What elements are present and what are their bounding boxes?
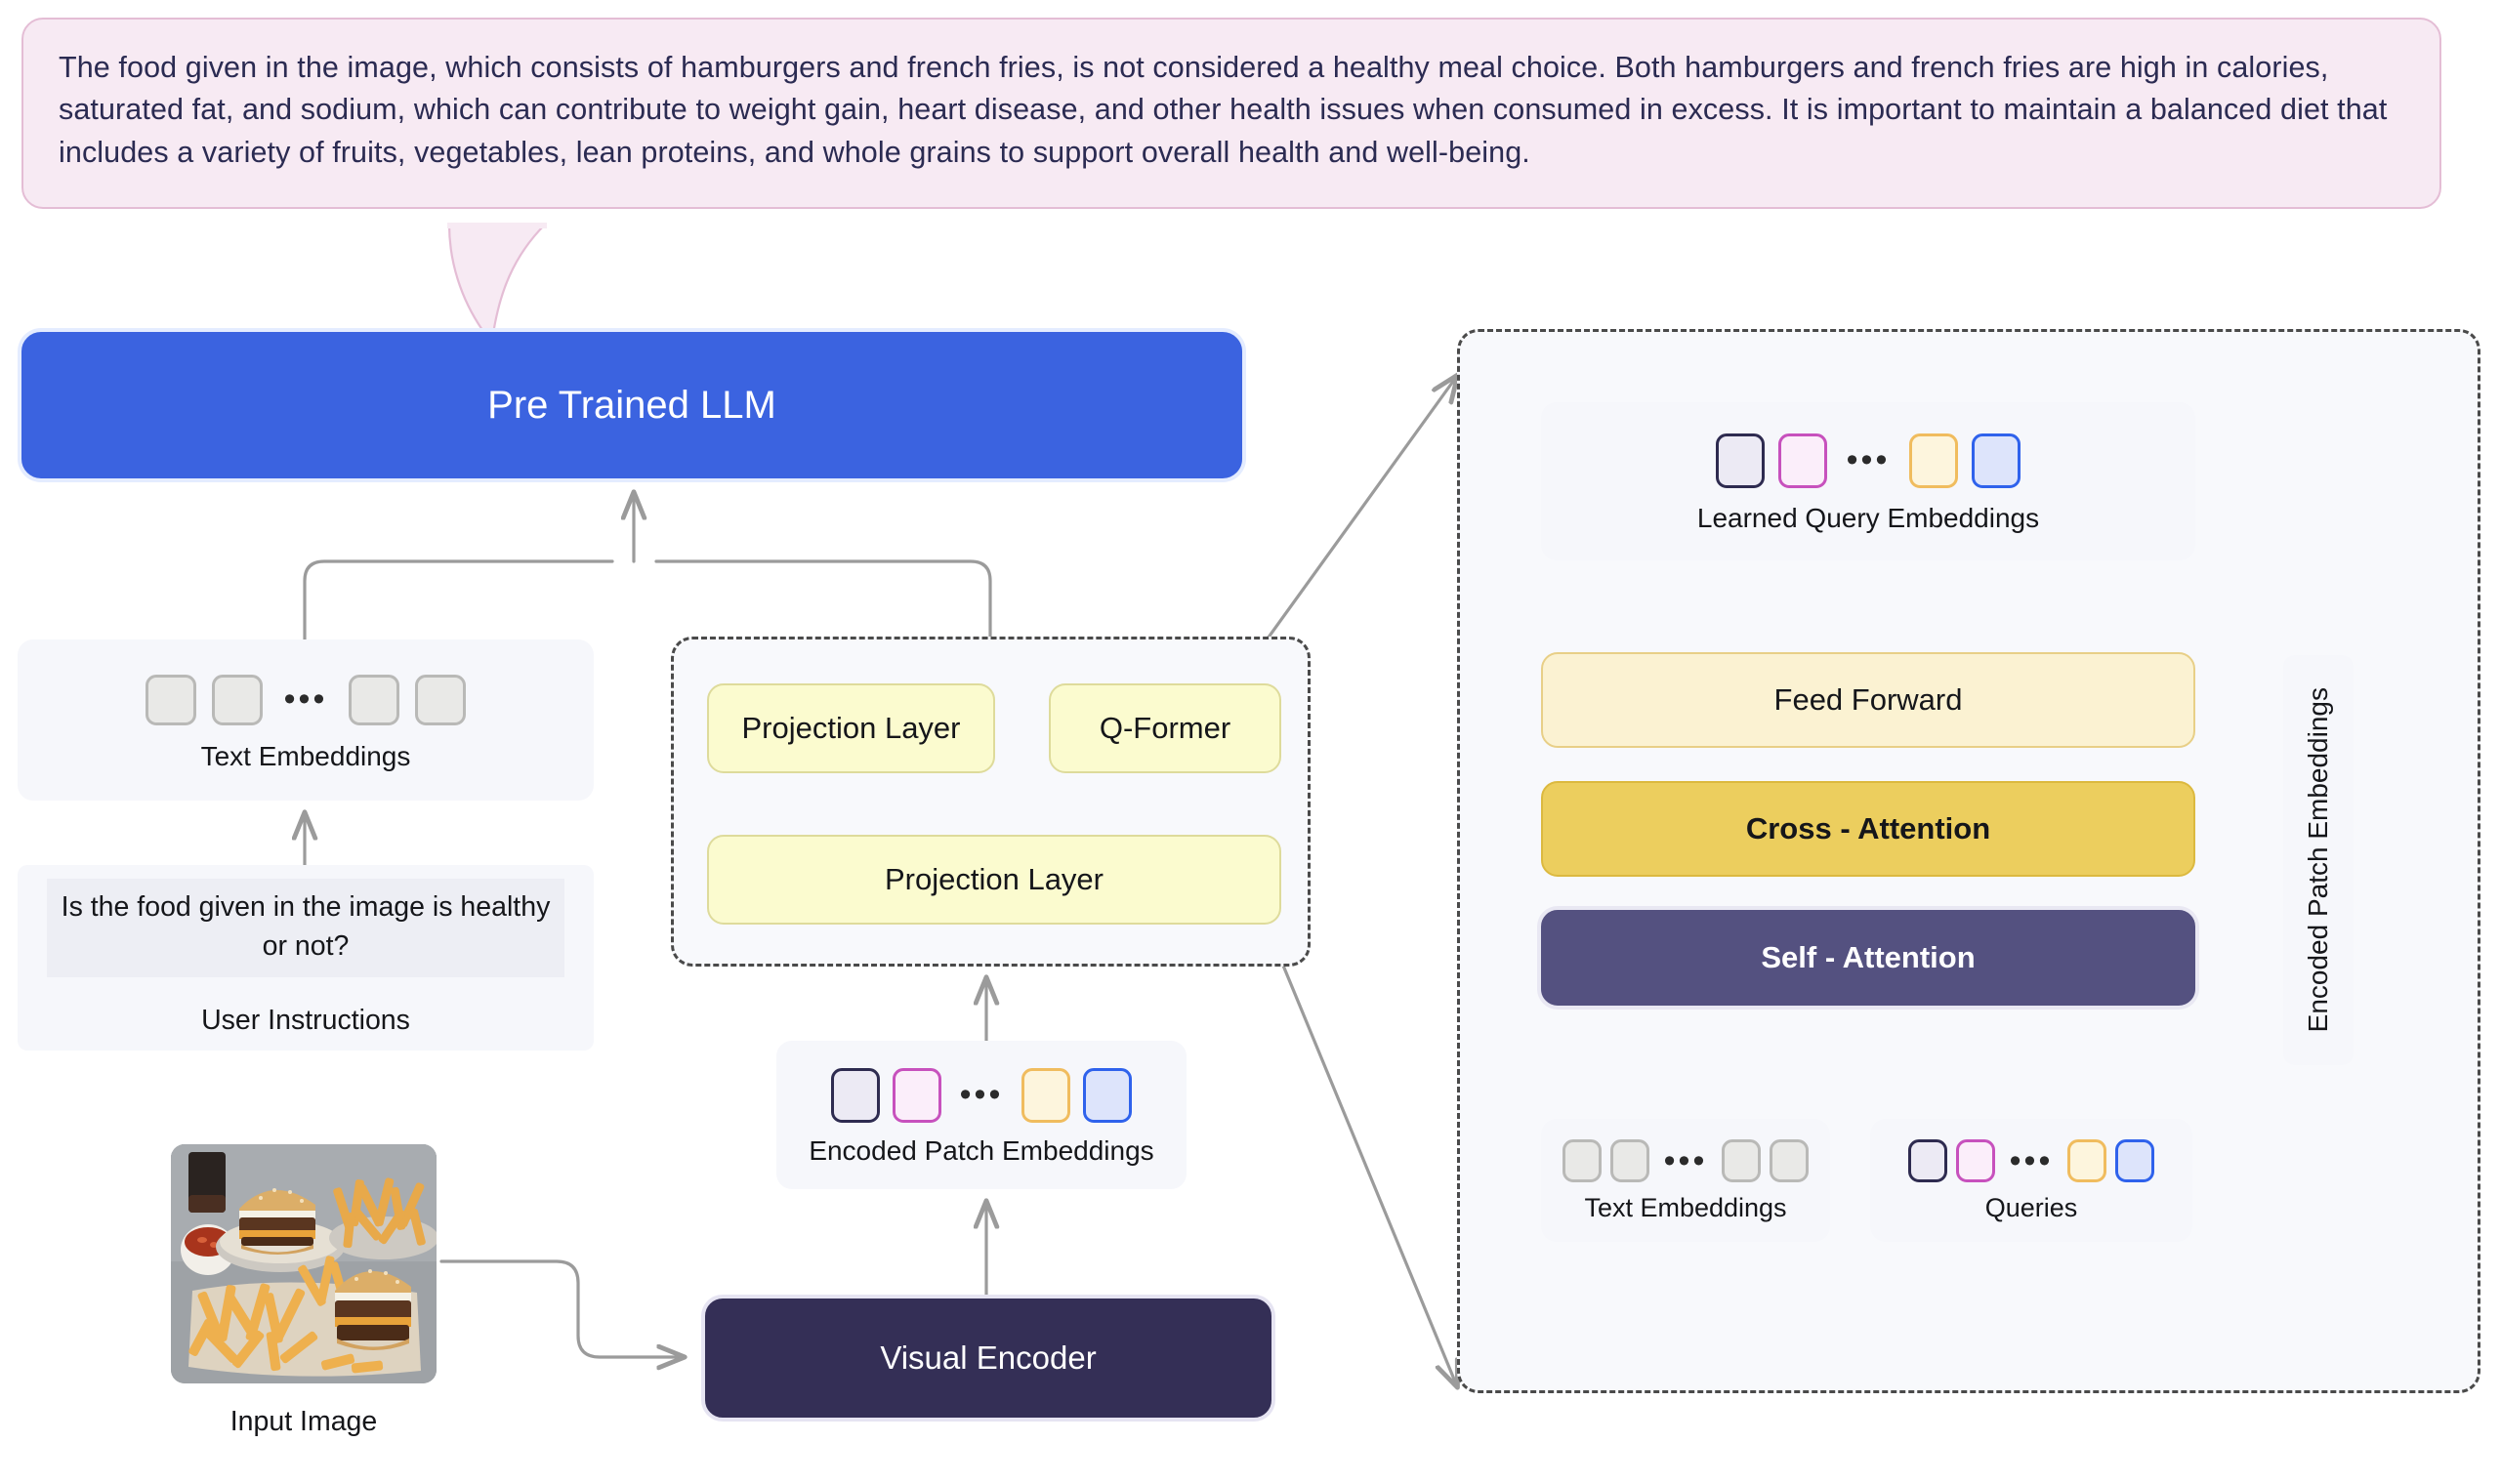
cross-attention-label: Cross - Attention <box>1745 811 1991 845</box>
token-grey <box>349 674 400 725</box>
token-blue <box>2115 1139 2155 1182</box>
token-pink <box>892 1067 941 1123</box>
token-row: ••• <box>1907 1139 2155 1182</box>
text-embeddings-panel-left: ••• Text Embeddings <box>18 639 594 801</box>
token-grey <box>145 674 196 725</box>
pre-trained-llm-label: Pre Trained LLM <box>487 383 776 427</box>
queries-label: Queries <box>1984 1193 2078 1222</box>
ellipsis-icon: ••• <box>2009 1141 2054 1179</box>
token-grey <box>211 674 263 725</box>
text-embeddings-label: Text Embeddings <box>200 740 411 771</box>
token-row: ••• <box>1715 433 2021 488</box>
token-row: ••• <box>830 1067 1133 1123</box>
input-image-caption: Input Image <box>229 1406 378 1437</box>
token-grey <box>1722 1139 1762 1182</box>
cross-attention-block[interactable]: Cross - Attention <box>1541 781 2195 877</box>
token-blue <box>1083 1067 1133 1123</box>
token-dark <box>830 1067 880 1123</box>
q-former-label: Q-Former <box>1099 711 1231 745</box>
user-question-text: Is the food given in the image is health… <box>47 879 564 977</box>
token-row: ••• <box>145 674 467 725</box>
encoded-patch-embeddings-side-text: Encoded Patch Embeddings <box>2303 687 2333 1033</box>
encoded-patch-embeddings-label: Encoded Patch Embeddings <box>809 1134 1154 1166</box>
token-grey <box>1609 1139 1649 1182</box>
input-image-thumbnail <box>171 1144 437 1383</box>
queries-panel: ••• Queries <box>1870 1119 2192 1242</box>
feed-forward-block[interactable]: Feed Forward <box>1541 652 2195 748</box>
speech-bubble-tail <box>447 223 547 336</box>
llm-response-text: The food given in the image, which consi… <box>59 51 2388 169</box>
token-amber <box>1909 433 1959 488</box>
visual-encoder-block[interactable]: Visual Encoder <box>705 1298 1271 1418</box>
token-grey <box>1562 1139 1602 1182</box>
token-pink <box>1955 1139 1995 1182</box>
token-amber <box>2067 1139 2107 1182</box>
input-image-container: Input Image <box>171 1144 437 1437</box>
projection-layer-top-label: Projection Layer <box>741 711 961 745</box>
ellipsis-icon: ••• <box>283 680 328 718</box>
encoded-patch-embeddings-panel: ••• Encoded Patch Embeddings <box>776 1041 1187 1189</box>
projection-layer-bottom-label: Projection Layer <box>884 862 1104 896</box>
token-grey <box>415 674 467 725</box>
encoded-patch-embeddings-side-label: Encoded Patch Embeddings <box>2283 655 2354 1065</box>
feed-forward-label: Feed Forward <box>1773 682 1963 717</box>
projection-layer-top-block[interactable]: Projection Layer <box>707 683 995 773</box>
pre-trained-llm-block[interactable]: Pre Trained LLM <box>21 332 1242 478</box>
token-grey <box>1770 1139 1810 1182</box>
user-instructions-label: User Instructions <box>201 1004 410 1036</box>
ellipsis-icon: ••• <box>959 1076 1004 1113</box>
token-amber <box>1021 1067 1071 1123</box>
token-pink <box>1777 433 1827 488</box>
ellipsis-icon: ••• <box>1846 441 1891 478</box>
learned-query-embeddings-label: Learned Query Embeddings <box>1696 502 2040 533</box>
text-embeddings-right-label: Text Embeddings <box>1584 1193 1787 1222</box>
learned-query-embeddings-panel: ••• Learned Query Embeddings <box>1541 402 2195 560</box>
user-instructions-panel: Is the food given in the image is health… <box>18 865 594 1051</box>
token-dark <box>1907 1139 1947 1182</box>
q-former-block[interactable]: Q-Former <box>1049 683 1281 773</box>
ellipsis-icon: ••• <box>1663 1141 1708 1179</box>
token-blue <box>1972 433 2021 488</box>
visual-encoder-label: Visual Encoder <box>880 1340 1097 1376</box>
self-attention-label: Self - Attention <box>1761 940 1976 974</box>
text-embeddings-panel-right: ••• Text Embeddings <box>1541 1119 1830 1242</box>
token-dark <box>1715 433 1765 488</box>
token-row: ••• <box>1562 1139 1810 1182</box>
projection-layer-bottom-block[interactable]: Projection Layer <box>707 835 1281 925</box>
llm-response-bubble: The food given in the image, which consi… <box>21 18 2441 209</box>
self-attention-block[interactable]: Self - Attention <box>1541 910 2195 1006</box>
